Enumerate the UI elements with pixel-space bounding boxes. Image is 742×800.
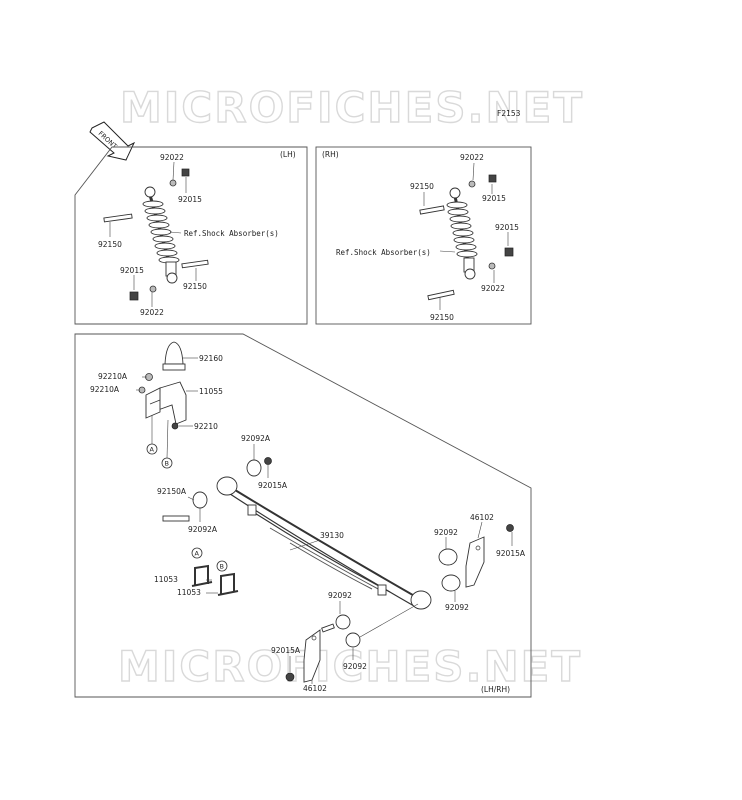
part-92015a-lower: 92015A	[271, 646, 301, 655]
part-92092a-top: 92092A	[241, 434, 271, 443]
marker-b: B	[165, 460, 169, 468]
rh-part-92015-top: 92015	[482, 194, 506, 203]
figure-code: F2153	[497, 109, 521, 118]
rh-part-92150-top: 92150	[410, 182, 434, 191]
spring-bracket	[145, 381, 187, 425]
rh-ref-shock-absorber: Ref.Shock Absorber(s)	[336, 248, 431, 257]
part-92092-right-bottom: 92092	[445, 603, 469, 612]
part-92092-right-top: 92092	[434, 528, 458, 537]
lh-part-92015-top: 92015	[178, 195, 202, 204]
bump-stop	[162, 341, 186, 371]
ubolt-marker-a: A	[195, 550, 200, 558]
lh-part-92015-bottom: 92015	[120, 266, 144, 275]
part-92015a-top: 92015A	[258, 481, 288, 490]
spring-panel: (LH/RH) A B	[74, 333, 532, 698]
lh-part-92022-top: 92022	[160, 153, 184, 162]
part-11053-a: 11053	[154, 575, 178, 584]
part-39130: 39130	[320, 531, 344, 540]
ubolt-marker-b: B	[220, 563, 224, 571]
part-92160: 92160	[199, 354, 223, 363]
lh-ref-shock-absorber: Ref.Shock Absorber(s)	[184, 229, 279, 238]
lh-tag: (LH)	[280, 150, 296, 159]
marker-a: A	[150, 446, 155, 454]
lh-part-92022-bottom: 92022	[140, 308, 164, 317]
rh-part-92022-bottom: 92022	[481, 284, 505, 293]
lh-part-92150-right: 92150	[183, 282, 207, 291]
part-11055: 11055	[199, 387, 223, 396]
part-92092-center: 92092	[328, 591, 352, 600]
rh-part-92015-side: 92015	[495, 223, 519, 232]
part-92210a-1: 92210A	[98, 372, 128, 381]
rh-panel: (RH)	[315, 146, 532, 325]
part-11053-b: 11053	[177, 588, 201, 597]
lh-shock-absorber	[142, 186, 180, 284]
part-92150a: 92150A	[157, 487, 187, 496]
rh-tag: (RH)	[322, 150, 339, 159]
part-92210: 92210	[194, 422, 218, 431]
leaf-spring	[216, 476, 432, 610]
lh-part-92150-left: 92150	[98, 240, 122, 249]
spring-tag: (LH/RH)	[481, 685, 510, 694]
part-92015a-right: 92015A	[496, 549, 526, 558]
rh-part-92022-top: 92022	[460, 153, 484, 162]
watermark-bottom: MICROFICHES.NET	[118, 642, 582, 691]
part-92092-lower: 92092	[343, 662, 367, 671]
part-92092a-bottom: 92092A	[188, 525, 218, 534]
lh-panel: (LH)	[74, 146, 308, 325]
part-92210a-2: 92210A	[90, 385, 120, 394]
part-46102-lower: 46102	[303, 684, 327, 693]
rh-part-92150-bottom: 92150	[430, 313, 454, 322]
watermark-top: MICROFICHES.NET	[120, 83, 584, 132]
rh-shock-absorber	[446, 187, 478, 280]
part-46102-right: 46102	[470, 513, 494, 522]
